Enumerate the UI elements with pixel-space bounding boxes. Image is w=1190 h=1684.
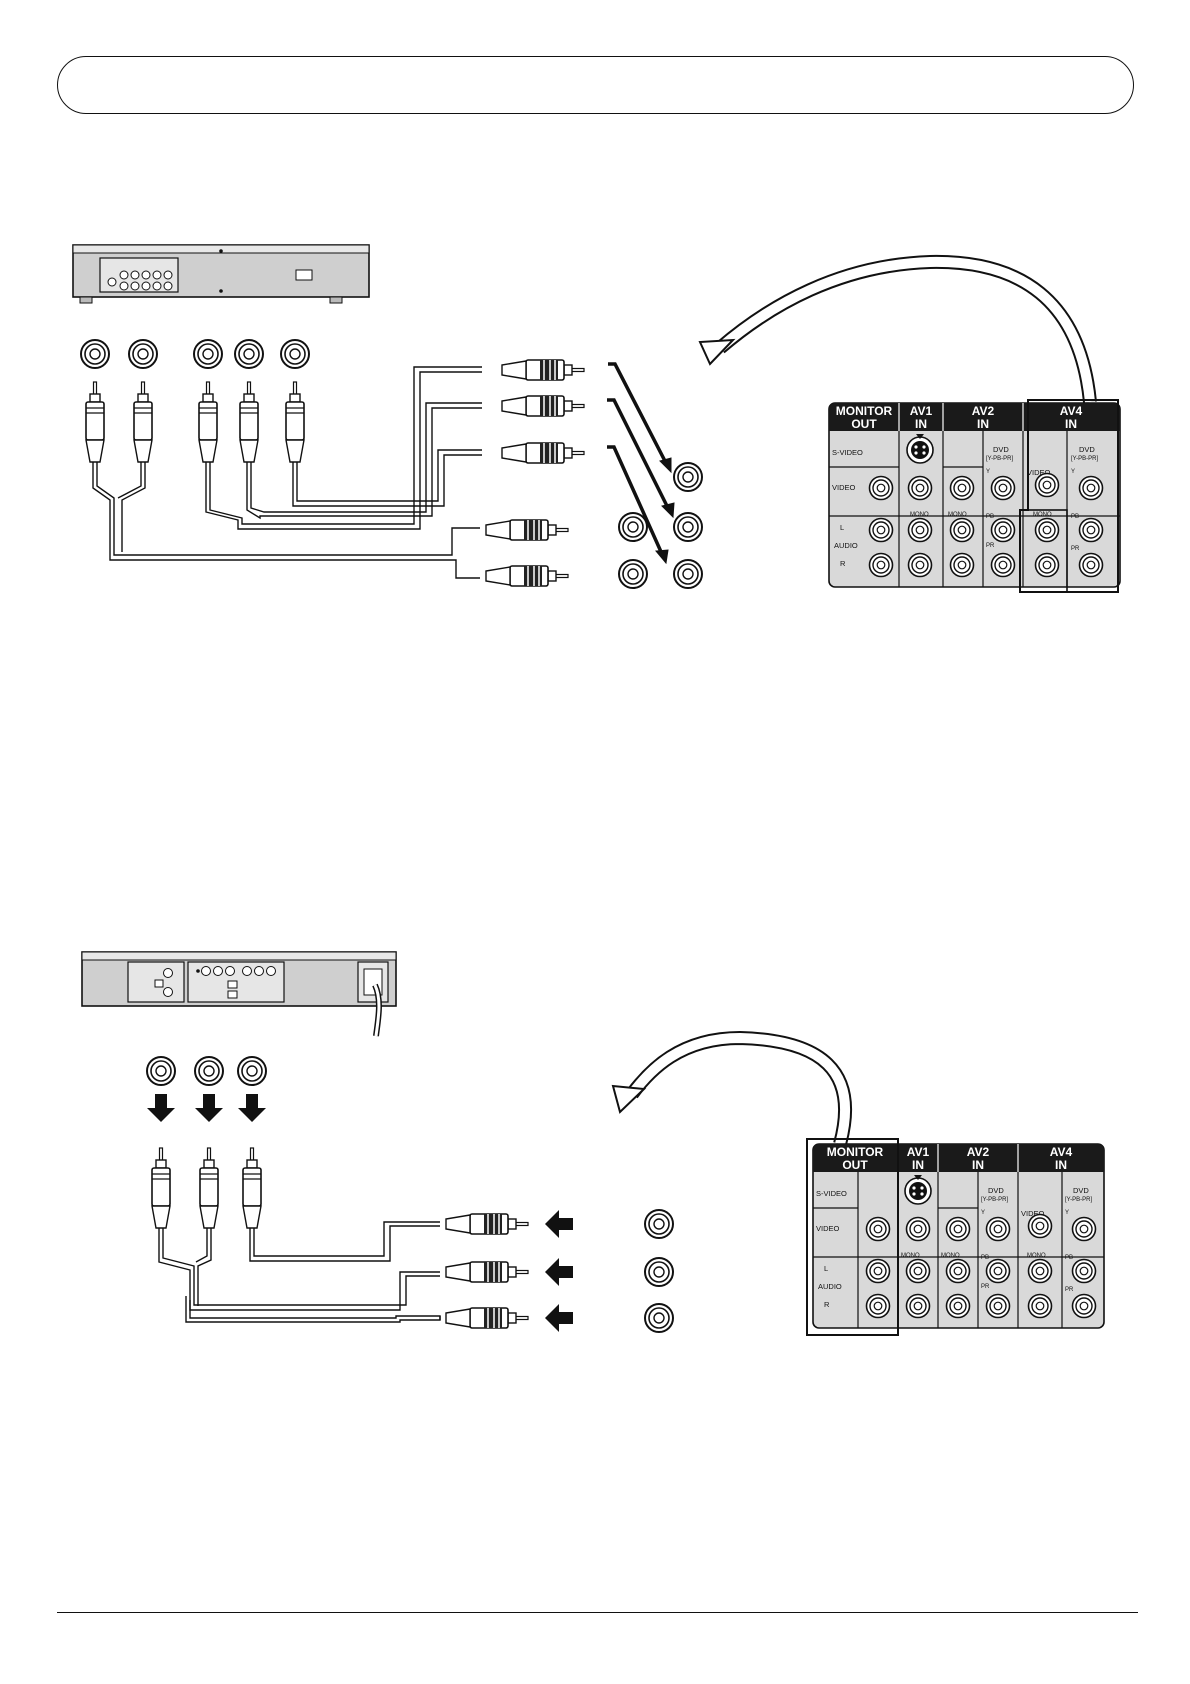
mono-av1-label: MONO <box>910 512 929 518</box>
av4-header-1: AV4 <box>1050 1145 1073 1159</box>
dvd-av4-label: DVD <box>1079 445 1095 454</box>
monitor-out-header-1: MONITOR <box>836 404 893 418</box>
pr-av4-label: PR <box>1071 546 1080 552</box>
dvd-av2-label: DVD <box>988 1186 1004 1195</box>
dvd-sub-av2-label: [Y-PB-PR] <box>981 1197 1008 1203</box>
svideo-jack-icon <box>906 434 934 464</box>
audio-label: AUDIO <box>818 1282 842 1291</box>
bottom-source-jacks <box>644 1209 674 1333</box>
curved-arrow-icon <box>698 254 1097 403</box>
pb-av4-label: PB <box>1071 514 1079 520</box>
mono-av2-label: MONO <box>948 512 967 518</box>
monitor-out-header-2: OUT <box>851 417 877 431</box>
curved-arrow-icon-bottom <box>611 1030 852 1146</box>
video-label: VIDEO <box>832 483 856 492</box>
video-av4-label: VIDEO <box>1027 468 1051 477</box>
pr-av4-label: PR <box>1065 1287 1074 1293</box>
y-av2-label: Y <box>981 1210 985 1216</box>
dvd-av4-label: DVD <box>1073 1186 1089 1195</box>
svideo-label: S-VIDEO <box>816 1189 847 1198</box>
mono-av2-label: MONO <box>941 1253 960 1259</box>
dvd-output-jacks <box>80 339 310 369</box>
bottom-cables <box>158 1220 441 1323</box>
y-av4-label: Y <box>1071 469 1075 475</box>
tv-terminal-panel-bottom: MONITOR OUT AV1 IN AV2 IN AV4 IN S-VIDEO… <box>806 1138 1105 1336</box>
top-connection-arrows <box>607 362 675 565</box>
audio-l-label: L <box>840 523 844 532</box>
y-av4-label: Y <box>1065 1210 1069 1216</box>
av2-header-1: AV2 <box>972 404 995 418</box>
dvd-sub-av4-label: [Y-PB-PR] <box>1071 456 1098 462</box>
pr-av2-label: PR <box>986 543 995 549</box>
top-cables <box>92 366 482 579</box>
bottom-horizontal-plugs <box>445 1213 529 1329</box>
av4-header-1: AV4 <box>1060 404 1083 418</box>
vcr-input-jacks <box>146 1056 267 1086</box>
av2-header-1: AV2 <box>967 1145 990 1159</box>
video-label: VIDEO <box>816 1224 840 1233</box>
svideo-jack-icon <box>904 1175 932 1205</box>
av1-header-2: IN <box>915 417 927 431</box>
av2-header-2: IN <box>972 1158 984 1172</box>
av1-header-1: AV1 <box>907 1145 930 1159</box>
down-arrow-icon <box>147 1094 266 1122</box>
audio-r-label: R <box>824 1300 830 1309</box>
section-title-box <box>57 56 1134 114</box>
pb-av2-label: PB <box>981 1255 989 1261</box>
tv-terminal-panel-top: MONITOR OUT AV1 IN AV2 IN AV4 IN S-VIDEO… <box>828 399 1121 593</box>
left-arrow-icon <box>545 1210 573 1332</box>
av4-header-2: IN <box>1065 417 1077 431</box>
av1-header-1: AV1 <box>910 404 933 418</box>
audio-l-label: L <box>824 1264 828 1273</box>
av1-header-2: IN <box>912 1158 924 1172</box>
top-horizontal-plugs <box>485 359 585 587</box>
av2-header-2: IN <box>977 417 989 431</box>
monitor-out-header-1: MONITOR <box>827 1145 884 1159</box>
bottom-vertical-plugs <box>151 1147 262 1229</box>
mono-av4-label: MONO <box>1033 512 1052 518</box>
svideo-label: S-VIDEO <box>832 448 863 457</box>
av4-header-2: IN <box>1055 1158 1067 1172</box>
top-vertical-plugs <box>85 381 305 463</box>
y-av2-label: Y <box>986 469 990 475</box>
video-av4-label: VIDEO <box>1021 1209 1045 1218</box>
audio-label: AUDIO <box>834 541 858 550</box>
dvd-sub-av4-label: [Y-PB-PR] <box>1065 1197 1092 1203</box>
pr-av2-label: PR <box>981 1284 990 1290</box>
vcr-rear-panel <box>81 951 397 1037</box>
dvd-av2-label: DVD <box>993 445 1009 454</box>
dvd-player-rear-panel <box>72 244 370 304</box>
dvd-sub-av2-label: [Y-PB-PR] <box>986 456 1013 462</box>
mono-av1-label: MONO <box>901 1253 920 1259</box>
monitor-out-header-2: OUT <box>842 1158 868 1172</box>
pb-av4-label: PB <box>1065 1255 1073 1261</box>
footer-rule <box>57 1612 1138 1613</box>
audio-r-label: R <box>840 559 846 568</box>
pb-av2-label: PB <box>986 514 994 520</box>
mono-av4-label: MONO <box>1027 1253 1046 1259</box>
